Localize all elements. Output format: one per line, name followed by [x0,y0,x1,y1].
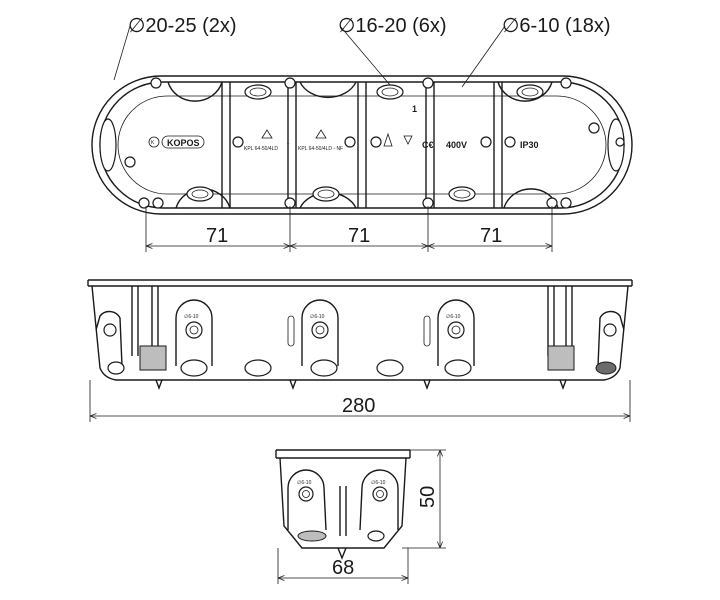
ce-mark: C€ [422,140,434,150]
side-view: ∅6-10 ∅6-10 ∅6-10 [87,279,633,390]
height-dim: 50 [417,486,439,508]
callout-medium-knockouts: ∅16-20 (6x) [338,15,447,37]
callout-large-knockouts: ∅20-25 (2x) [128,15,237,37]
side-knockout-label-2: ∅6-10 [310,314,325,320]
spacing-dim-2: 71 [348,225,370,247]
spacing-dim-1: 71 [206,225,228,247]
width-dim: 68 [332,557,354,579]
end-knockout-label-1: ∅6-10 [297,480,312,486]
model-label-a: KPL 64-50/4LD [244,146,278,152]
svg-text:←: ← [286,140,291,146]
callout-leaders [113,25,506,88]
side-view-dimension [89,380,631,422]
end-knockout-label-2: ∅6-10 [371,480,386,486]
number-mark: 1 [412,104,417,114]
voltage-label: 400V [446,140,467,150]
end-view-dimensions [277,449,446,584]
side-knockout-label-1: ∅6-10 [184,314,199,320]
top-view-dimensions [145,206,553,252]
top-view: K KOPOS KPL 64-50/4LD ← KPL 64-50/4LD - … [91,75,633,215]
ip-rating-label: IP30 [520,140,539,150]
spacing-dim-3: 71 [480,225,502,247]
length-dim: 280 [342,395,375,417]
svg-text:K: K [151,140,155,146]
callout-small-knockouts: ∅6-10 (18x) [502,15,611,37]
brand-label: KOPOS [167,138,200,148]
end-view: ∅6-10 ∅6-10 [275,449,411,560]
side-knockout-label-3: ∅6-10 [446,314,461,320]
model-label-b: KPL 64-50/4LD - NF [298,146,343,152]
